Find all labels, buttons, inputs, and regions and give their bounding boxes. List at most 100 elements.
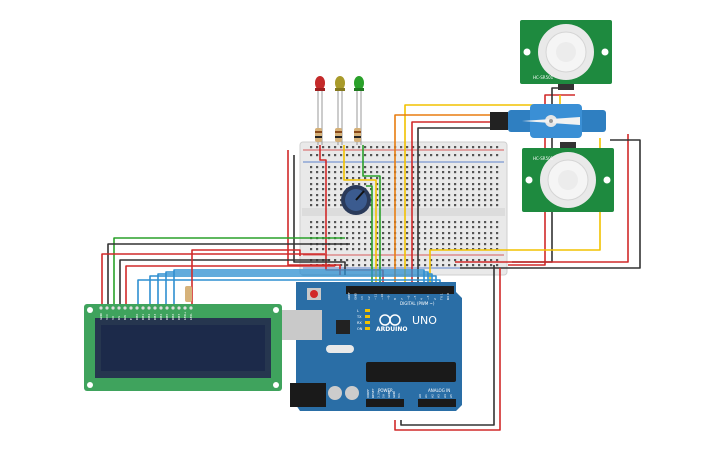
breadboard-hole — [436, 232, 439, 235]
breadboard-hole — [412, 194, 415, 197]
arduino-analog-pin-label: A4 — [443, 394, 447, 398]
breadboard-hole — [484, 146, 487, 149]
breadboard-hole — [388, 226, 391, 229]
breadboard-hole — [436, 204, 439, 207]
breadboard-hole — [424, 221, 427, 224]
breadboard-hole — [496, 226, 499, 229]
potentiometer — [341, 185, 371, 215]
breadboard-hole — [454, 232, 457, 235]
breadboard-hole — [328, 221, 331, 224]
breadboard-hole — [406, 177, 409, 180]
breadboard-hole — [472, 188, 475, 191]
breadboard-hole — [388, 237, 391, 240]
breadboard-hole — [406, 188, 409, 191]
breadboard-hole — [496, 204, 499, 207]
breadboard-hole — [478, 204, 481, 207]
breadboard-hole — [430, 237, 433, 240]
breadboard-hole — [352, 243, 355, 246]
breadboard-hole — [406, 146, 409, 149]
breadboard-hole — [478, 194, 481, 197]
breadboard-hole — [484, 204, 487, 207]
breadboard-hole — [478, 237, 481, 240]
breadboard-hole — [388, 232, 391, 235]
breadboard-hole — [310, 154, 313, 157]
breadboard-hole — [412, 248, 415, 251]
breadboard-hole — [466, 264, 469, 267]
breadboard-hole — [490, 171, 493, 174]
breadboard-hole — [340, 204, 343, 207]
breadboard-hole — [412, 199, 415, 202]
breadboard-hole — [340, 248, 343, 251]
breadboard-hole — [328, 171, 331, 174]
breadboard-hole — [484, 243, 487, 246]
breadboard-hole — [442, 188, 445, 191]
arduino-led-label: ON — [357, 327, 363, 331]
arduino-top-pin-label: RX 0 — [446, 293, 450, 300]
breadboard-hole — [436, 199, 439, 202]
breadboard-hole — [436, 183, 439, 186]
breadboard-hole — [454, 171, 457, 174]
breadboard-hole — [478, 154, 481, 157]
breadboard-hole — [316, 232, 319, 235]
breadboard-hole — [346, 146, 349, 149]
breadboard-hole — [370, 259, 373, 262]
breadboard-hole — [328, 204, 331, 207]
breadboard-hole — [322, 183, 325, 186]
breadboard-hole — [334, 226, 337, 229]
arduino-top-pin-label: AREF — [347, 292, 351, 300]
breadboard-hole — [322, 248, 325, 251]
breadboard-hole — [334, 177, 337, 180]
lcd-pin — [165, 306, 169, 310]
breadboard-hole — [430, 221, 433, 224]
breadboard-hole — [490, 221, 493, 224]
breadboard-hole — [370, 166, 373, 169]
breadboard-hole — [442, 204, 445, 207]
breadboard-hole — [442, 243, 445, 246]
lcd-pin — [153, 306, 157, 310]
breadboard-hole — [334, 146, 337, 149]
breadboard-hole — [448, 146, 451, 149]
breadboard-hole — [448, 259, 451, 262]
breadboard-hole — [496, 194, 499, 197]
breadboard-hole — [352, 177, 355, 180]
breadboard-hole — [436, 243, 439, 246]
lcd-pin-label: DB3 — [153, 314, 157, 320]
breadboard-hole — [448, 264, 451, 267]
breadboard-hole — [400, 183, 403, 186]
breadboard-hole — [436, 237, 439, 240]
breadboard-hole — [418, 154, 421, 157]
breadboard-hole — [412, 264, 415, 267]
breadboard-hole — [382, 259, 385, 262]
breadboard-hole — [442, 194, 445, 197]
breadboard-hole — [358, 248, 361, 251]
breadboard-hole — [442, 166, 445, 169]
breadboard-hole — [346, 171, 349, 174]
breadboard-hole — [412, 237, 415, 240]
arduino-led-label: L — [357, 309, 359, 313]
breadboard-hole — [358, 154, 361, 157]
breadboard-hole — [376, 188, 379, 191]
breadboard-hole — [478, 264, 481, 267]
lcd-pin — [171, 306, 175, 310]
lcd-pin-label: DB1 — [141, 314, 145, 320]
breadboard-hole — [442, 154, 445, 157]
breadboard-hole — [496, 248, 499, 251]
breadboard-hole — [466, 204, 469, 207]
breadboard-hole — [334, 188, 337, 191]
breadboard-hole — [412, 243, 415, 246]
breadboard-hole — [454, 154, 457, 157]
breadboard-hole — [406, 232, 409, 235]
breadboard-hole — [406, 226, 409, 229]
breadboard-hole — [466, 154, 469, 157]
breadboard-hole — [412, 171, 415, 174]
pir-top-label: HC-SR501 — [533, 75, 554, 80]
breadboard-hole — [436, 177, 439, 180]
breadboard-hole — [430, 204, 433, 207]
breadboard-hole — [358, 226, 361, 229]
breadboard-hole — [388, 154, 391, 157]
breadboard-hole — [400, 199, 403, 202]
breadboard-hole — [322, 146, 325, 149]
breadboard-hole — [334, 171, 337, 174]
breadboard-hole — [400, 248, 403, 251]
